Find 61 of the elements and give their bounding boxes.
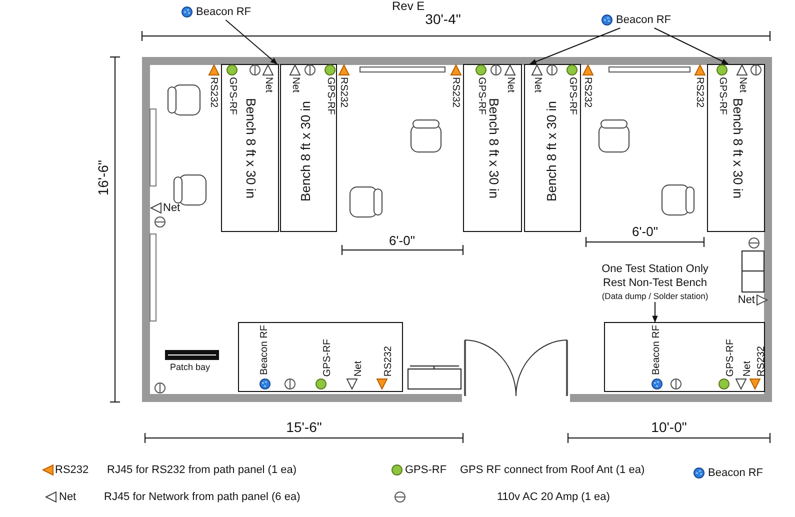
jack-label: GPS-RF <box>567 77 578 115</box>
revision-label: Rev E <box>392 0 425 14</box>
note-text: (Data dump / Solder station) <box>600 290 710 302</box>
jack-label: Net <box>290 77 301 93</box>
jack-label: Net <box>505 77 516 93</box>
workbench <box>707 64 765 232</box>
bench-label: Bench 8 ft x 30 in <box>486 98 500 198</box>
legend-label: GPS RF connect from Roof Ant (1 ea) <box>460 464 645 476</box>
jack-label: RS232 <box>383 346 394 377</box>
legend-label: RJ45 for RS232 from path panel (1 ea) <box>107 464 297 476</box>
bench-label: Bench 8 ft x 30 in <box>299 100 314 201</box>
legend-label: Net <box>59 491 76 504</box>
jack-label: RS232 <box>208 77 219 108</box>
jack-label: Net <box>738 294 755 306</box>
leader-arrow <box>225 20 278 64</box>
jack-label: RS232 <box>338 77 349 108</box>
jack-label: Net <box>532 77 543 93</box>
legend-label: RJ45 for Network from path panel (6 ea) <box>104 491 300 504</box>
jack-label: Net <box>263 77 274 93</box>
legend-label: 110v AC 20 Amp (1 ea) <box>497 491 610 504</box>
jack-label: RS232 <box>582 77 593 108</box>
jack-label: Net <box>742 361 753 377</box>
workbench <box>280 64 337 232</box>
jack-label: GPS-RF <box>322 339 333 377</box>
jack-label: Beacon RF <box>651 324 662 375</box>
legend-label: RS232 <box>55 464 89 476</box>
note-text: One Test Station Only Rest Non-Test Bench <box>600 263 710 290</box>
jack-label: GPS-RF <box>227 77 238 115</box>
jack-label: GPS-RF <box>325 77 336 115</box>
jack-label: GPS-RF <box>717 77 728 115</box>
bench-label: Bench 8 ft x 30 in <box>545 100 560 201</box>
workbench <box>463 64 522 232</box>
workbench <box>524 64 581 232</box>
workbench <box>604 322 765 392</box>
bench-label: Bench 8 ft x 30 in <box>243 98 258 198</box>
dimension-label: 30'-4" <box>425 12 461 28</box>
jack-label: RS232 <box>450 77 461 108</box>
jack-label: Net <box>353 361 364 377</box>
leader-arrow <box>652 302 658 323</box>
callout-label: Beacon RF <box>196 6 252 18</box>
bench-label: Bench 8 ft x 30 in <box>730 98 744 198</box>
patch-panel-label: Patch bay <box>170 363 210 373</box>
workbench <box>221 64 279 232</box>
dimension-label: 10'-0" <box>651 420 687 436</box>
workbench <box>238 322 403 392</box>
legend-label: Beacon RF <box>708 467 764 480</box>
dimension-label: 16'-6" <box>96 160 112 196</box>
jack-label: GPS-RF <box>725 339 736 377</box>
jack-label: RS232 <box>694 77 705 108</box>
callout-label: Beacon RF <box>616 14 672 26</box>
jack-label: GPS-RF <box>476 77 487 115</box>
jack-label: Net <box>737 77 748 93</box>
dimension-label: 6'-0" <box>632 225 658 240</box>
jack-label: RS232 <box>756 346 767 377</box>
leader-arrow <box>654 28 729 64</box>
dimension-label: 6'-0" <box>389 234 415 248</box>
jack-label: Net <box>163 202 180 214</box>
dimension-label: 15'-6" <box>286 420 322 436</box>
leader-arrow <box>529 28 621 64</box>
legend-label: GPS-RF <box>405 464 447 476</box>
jack-label: Beacon RF <box>259 324 270 375</box>
